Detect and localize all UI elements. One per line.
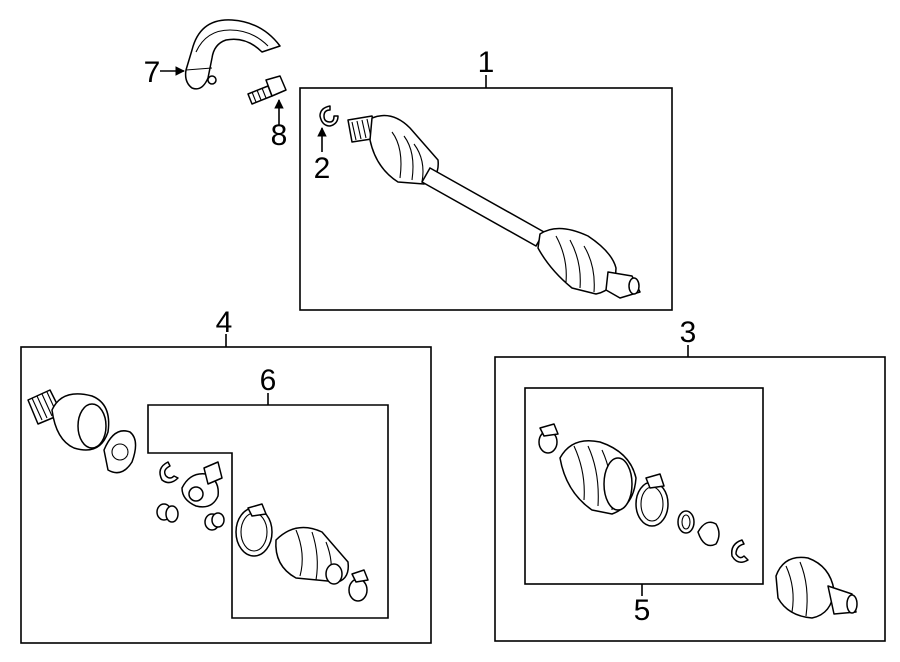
outer-boot[interactable] <box>559 440 637 515</box>
inner-boot[interactable] <box>275 526 350 585</box>
axle-shaft-assembly[interactable] <box>347 114 641 299</box>
small-clamp-band[interactable] <box>348 569 369 602</box>
spacer-ring[interactable] <box>677 510 695 534</box>
bolt[interactable] <box>247 75 287 105</box>
tripod-bearing[interactable] <box>181 461 223 508</box>
outer-cv-joint[interactable] <box>775 556 858 619</box>
callout-6: 6 <box>260 364 277 397</box>
roller-left[interactable] <box>156 503 179 523</box>
callout-1: 1 <box>478 46 495 79</box>
outer-clamp-large[interactable] <box>635 473 669 527</box>
boot-kit-frame <box>147 404 389 619</box>
callout-3: 3 <box>680 316 697 349</box>
outer-boot-kit-frame <box>524 387 764 585</box>
heat-shield-bracket[interactable] <box>184 19 281 90</box>
inner-joint-housing[interactable] <box>27 389 110 451</box>
stopper-ring[interactable] <box>697 521 720 547</box>
large-clamp-band[interactable] <box>235 503 273 557</box>
circlip[interactable] <box>730 539 749 563</box>
callout-2: 2 <box>314 152 331 185</box>
inner-joint-frame <box>20 346 432 644</box>
snap-ring-small[interactable] <box>159 461 179 484</box>
callout-7: 7 <box>144 56 161 89</box>
roller-right[interactable] <box>204 512 225 531</box>
retaining-ring[interactable] <box>319 105 339 127</box>
axle-assembly-frame <box>299 87 673 311</box>
callout-5: 5 <box>634 594 651 627</box>
callout-4: 4 <box>216 306 233 339</box>
outer-joint-frame <box>494 356 886 642</box>
callout-8: 8 <box>271 119 288 152</box>
gasket-plate[interactable] <box>103 430 137 474</box>
outer-clamp-small[interactable] <box>538 423 559 454</box>
